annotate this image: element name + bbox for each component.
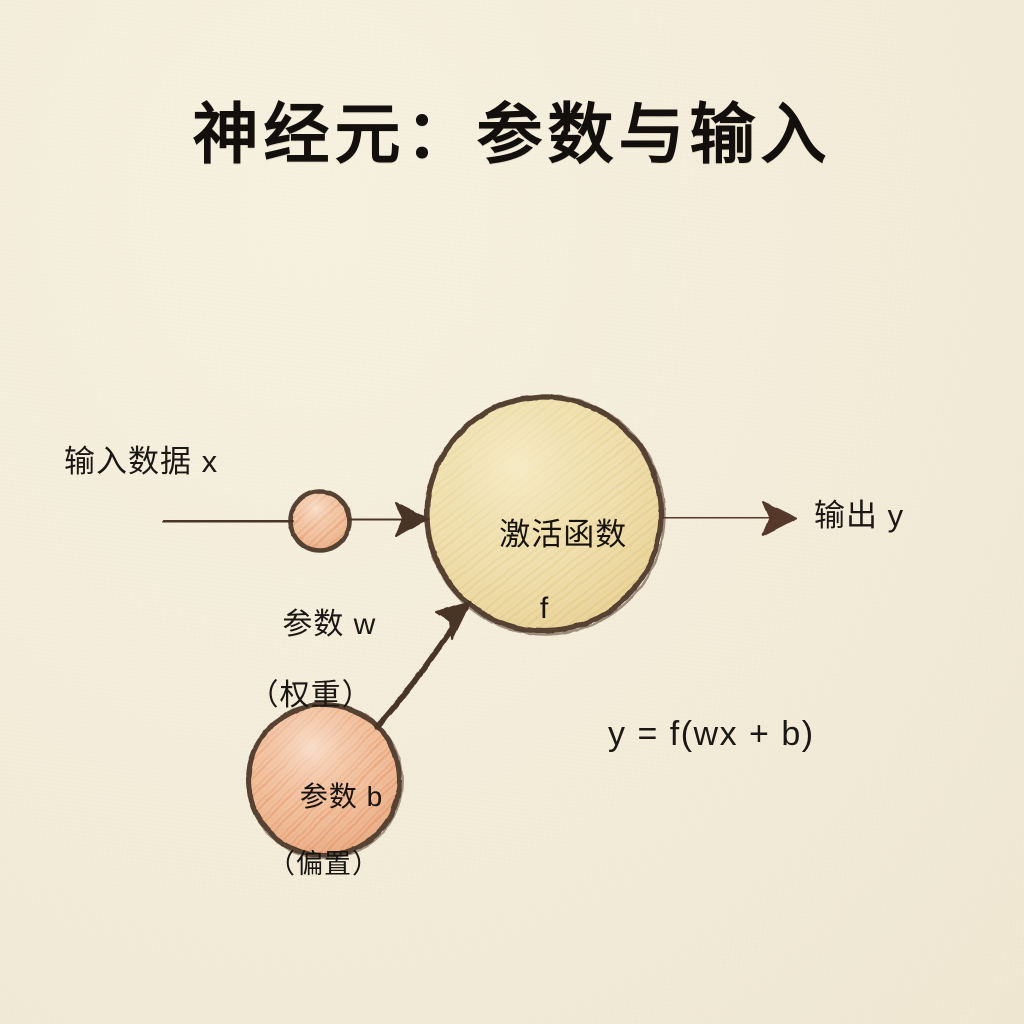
- arrow-bias-to-activation: [374, 601, 471, 730]
- weight-label-line2: （权重）: [248, 679, 373, 713]
- arrow-input-to-weight: [162, 517, 294, 525]
- node-weight-circle[interactable]: [288, 489, 352, 553]
- node-activation-circle[interactable]: [424, 394, 666, 636]
- output-label: 输出 y: [814, 498, 905, 533]
- input-data-label: 输入数据 x: [64, 444, 219, 479]
- arrow-activation-to-output: [661, 501, 797, 536]
- node-bias-circle[interactable]: [246, 702, 404, 860]
- page-title: 神经元：参数与输入: [192, 97, 832, 171]
- weight-parameter-label: 参数 w （权重）: [245, 572, 376, 784]
- formula-label: y = f(wx + b): [608, 715, 815, 753]
- weight-label-line1: 参数 w: [282, 608, 377, 642]
- arrow-weight-to-activation: [347, 502, 430, 537]
